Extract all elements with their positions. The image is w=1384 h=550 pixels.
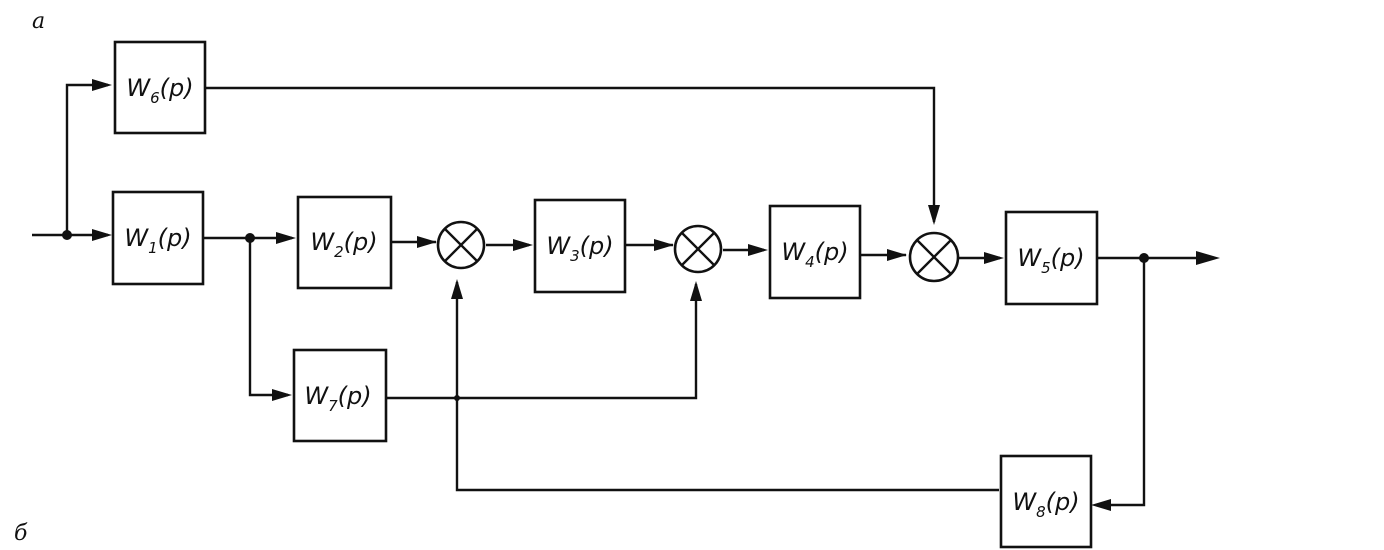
junction-dots (62, 230, 1149, 401)
wire-w8-sum1 (455, 282, 999, 492)
arrow-into-sum2 (654, 239, 674, 251)
block-w6: W6(p) (113, 40, 207, 135)
block-label: W5(p) (1017, 244, 1084, 277)
wire-w5-w8 (1099, 258, 1146, 507)
corner-label-bottom: б (14, 521, 28, 546)
arrow-into-w7 (272, 389, 292, 401)
arrow-output (1196, 251, 1220, 265)
arrow-into-sum1 (417, 236, 437, 248)
block-label: W8(p) (1012, 488, 1079, 521)
block-w7: W7(p) (292, 348, 388, 443)
summing-junction (436, 220, 486, 270)
arrow-into-w3 (513, 239, 533, 251)
arrow-into-w5 (984, 252, 1004, 264)
arrow-into-w4 (748, 244, 768, 256)
corner-label-top: a (32, 9, 45, 34)
arrow-w8-into-sum1 (451, 279, 463, 299)
arrow-into-w6 (92, 79, 112, 91)
wire-w1-w7 (248, 238, 288, 397)
junction-dot-input (62, 230, 72, 240)
block-label: W3(p) (546, 232, 613, 265)
block-label: W1(p) (124, 224, 191, 257)
block-w5: W5(p) (1004, 210, 1099, 306)
block-w2: W2(p) (296, 195, 393, 290)
block-w8: W8(p) (999, 454, 1093, 549)
arrow-into-sum3 (887, 249, 907, 261)
junction-dot-w5-out (1139, 253, 1149, 263)
arrow-w7-into-sum2 (690, 281, 702, 301)
wire-w7-sum2 (386, 284, 698, 400)
arrow-into-w2 (276, 232, 296, 244)
arrow-into-w1 (92, 229, 112, 241)
junction-dot-crossing (454, 395, 460, 401)
block-label: W4(p) (781, 238, 848, 271)
arrow-w6-into-sum3 (928, 205, 940, 225)
block-w4: W4(p) (768, 204, 862, 300)
block-w3: W3(p) (533, 198, 627, 294)
wire-input-to-w6 (65, 83, 108, 235)
summing-junction (673, 224, 723, 274)
block-label: W6(p) (126, 74, 193, 107)
block-w1: W1(p) (111, 190, 205, 286)
wires (32, 83, 1208, 507)
block-label: W7(p) (304, 382, 371, 415)
summing-junction (908, 231, 960, 283)
junction-dot-w1-out (245, 233, 255, 243)
arrow-into-w8 (1091, 499, 1111, 511)
wire-w6-sum3 (205, 86, 936, 222)
block-label: W2(p) (310, 228, 377, 261)
